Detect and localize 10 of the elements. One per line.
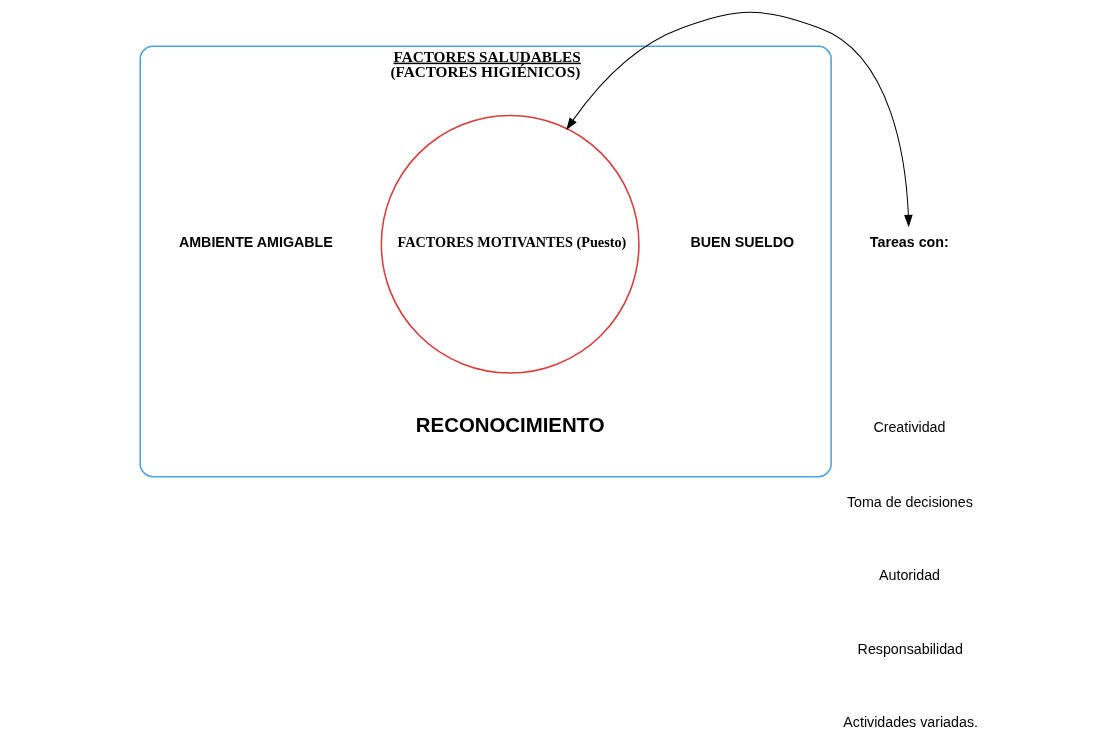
- arrow: [566, 11, 913, 228]
- label: Creatividad: [873, 418, 946, 435]
- label: RECONOCIMIENTO: [415, 413, 605, 436]
- label: Actividades variadas.: [843, 714, 978, 731]
- label: Responsabilidad: [857, 640, 963, 657]
- label: Toma de decisiones: [846, 494, 973, 510]
- node-text: Tareas con:: [869, 233, 949, 250]
- label: BUEN SUELDO: [690, 233, 795, 250]
- label: AMBIENTE AMIGABLE: [178, 233, 333, 250]
- label: Autoridad: [879, 567, 941, 584]
